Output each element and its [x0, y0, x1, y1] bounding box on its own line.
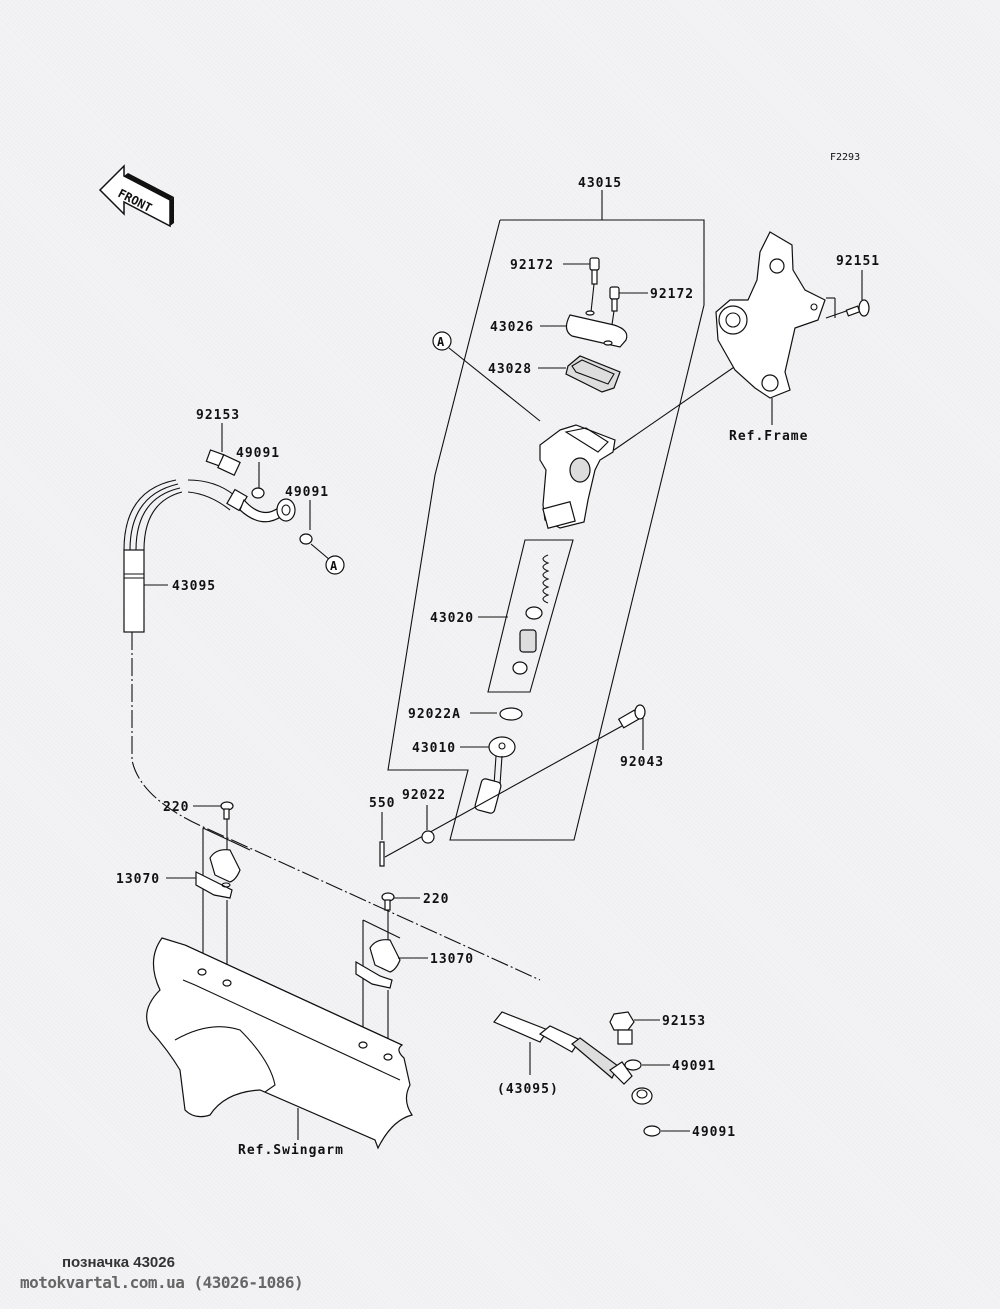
piston-kit-43020[interactable]: 43020 [430, 539, 574, 693]
part-label-92043[interactable]: 92043 [620, 755, 664, 770]
bolt-92151[interactable]: 92151 [825, 254, 880, 319]
washer-49091-a[interactable]: 49091 [236, 446, 280, 499]
part-label-92022A[interactable]: 92022A [408, 707, 461, 722]
part-label-49091-b[interactable]: 49091 [285, 485, 329, 500]
bolt-92172-b[interactable]: 92172 [608, 286, 694, 346]
callout-a-label-lower: A [330, 559, 338, 573]
circlip-92022A[interactable]: 92022A [408, 707, 523, 722]
ref-swingarm: Ref.Swingarm [146, 937, 413, 1158]
clamp-13070-b[interactable]: 13070 [355, 919, 474, 1050]
part-label-49091-d[interactable]: 49091 [692, 1125, 736, 1140]
push-rod-43010[interactable]: 43010 [412, 736, 516, 814]
figure-code: F2293 [830, 152, 860, 163]
part-label-43010[interactable]: 43010 [412, 741, 456, 756]
ref-frame-label: Ref.Frame [729, 429, 808, 444]
part-label-43015[interactable]: 43015 [578, 176, 622, 191]
callout-a-top: A [432, 331, 541, 422]
front-arrow-icon: FRONT [98, 164, 174, 228]
part-label-220-b[interactable]: 220 [423, 892, 449, 907]
part-label-49091-c[interactable]: 49091 [672, 1059, 716, 1074]
washer-49091-b[interactable]: A 49091 [285, 485, 345, 575]
master-cylinder-body [539, 362, 741, 530]
bolt-92172-a[interactable]: 92172 [510, 257, 600, 313]
site-watermark: motokvartal.com.ua (43026-1086) [20, 1273, 304, 1292]
banjo-bolt-92153-top[interactable]: 92153 [196, 408, 241, 476]
part-label-92153-bottom[interactable]: 92153 [662, 1014, 706, 1029]
part-label-13070-b[interactable]: 13070 [430, 952, 474, 967]
cotter-pin-550[interactable]: 550 [369, 796, 395, 867]
ref-frame-bracket: Ref.Frame [715, 231, 826, 444]
washer-92022[interactable]: 92022 [402, 788, 446, 844]
washer-49091-d[interactable]: 49091 [643, 1125, 736, 1140]
part-label-92172-a[interactable]: 92172 [510, 258, 554, 273]
part-label-92022[interactable]: 92022 [402, 788, 446, 803]
callout-a-label: A [437, 335, 445, 349]
part-label-43020[interactable]: 43020 [430, 611, 474, 626]
part-label-550[interactable]: 550 [369, 796, 395, 811]
part-label-13070-a[interactable]: 13070 [116, 872, 160, 887]
part-label-92172-b[interactable]: 92172 [650, 287, 694, 302]
part-label-92153-top[interactable]: 92153 [196, 408, 240, 423]
assembly-43015-group: 43015 [387, 176, 705, 841]
clamp-13070-a[interactable]: 13070 [116, 827, 251, 975]
part-label-43095[interactable]: 43095 [172, 579, 216, 594]
washer-49091-c[interactable]: 49091 [624, 1059, 716, 1074]
reservoir-cap-43026[interactable]: 43026 [490, 310, 628, 348]
brake-hose-43095[interactable]: 43095 [123, 479, 541, 981]
banjo-bolt-92153-bottom[interactable]: 92153 [609, 1011, 706, 1045]
brake-hose-43095-lower[interactable]: (43095) [493, 1011, 653, 1105]
part-label-49091-a[interactable]: 49091 [236, 446, 280, 461]
part-label-43095-ref[interactable]: (43095) [497, 1082, 559, 1097]
part-label-43028[interactable]: 43028 [488, 362, 532, 377]
part-label-43026[interactable]: 43026 [490, 320, 534, 335]
screw-220-b[interactable]: 220 [381, 892, 449, 970]
clevis-pin-92043[interactable]: 92043 [384, 704, 664, 858]
part-label-92151[interactable]: 92151 [836, 254, 880, 269]
image-caption: позначка 43026 [62, 1254, 175, 1271]
ref-swingarm-label: Ref.Swingarm [238, 1143, 344, 1158]
diaphragm-43028[interactable]: 43028 [488, 355, 621, 393]
part-label-220-a[interactable]: 220 [163, 800, 189, 815]
